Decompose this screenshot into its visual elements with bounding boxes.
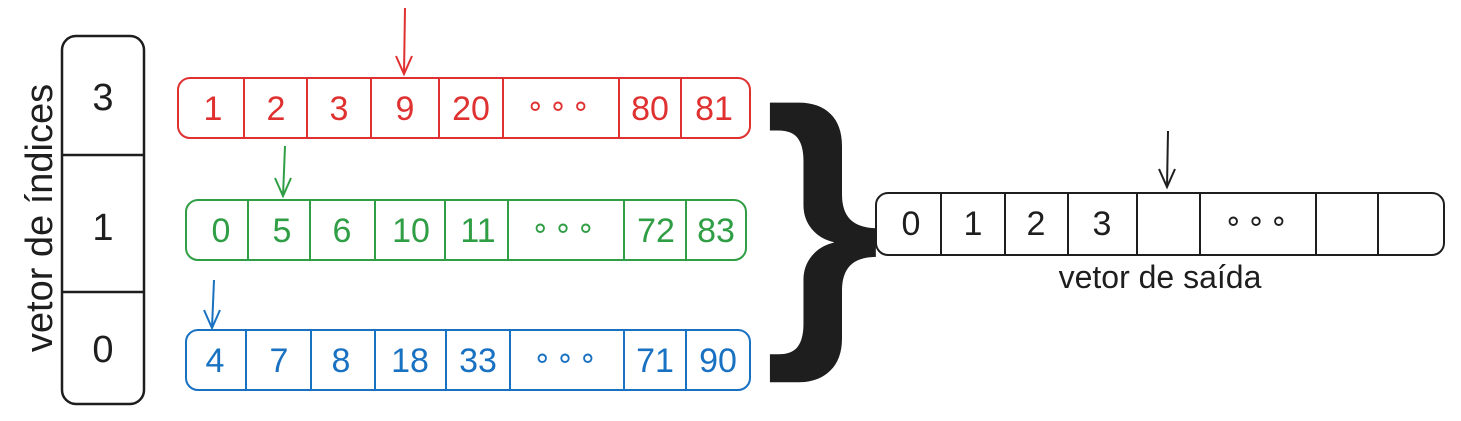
index-vector: vetor de índices 3 1 0 (19, 34, 146, 406)
pointer-arrow-icon (274, 145, 292, 199)
output-ellipsis: ∘∘∘ (1224, 205, 1292, 238)
array-ellipsis: ∘∘∘ (526, 90, 594, 123)
array-cell: 33 (459, 342, 497, 380)
array-cell: 5 (273, 212, 292, 250)
array-cell: 90 (699, 342, 737, 380)
pointer-arrow-icon (1158, 130, 1176, 190)
array-box (177, 77, 751, 139)
index-value: 3 (92, 77, 113, 119)
array-box (185, 329, 751, 391)
output-cell: 2 (1027, 205, 1046, 243)
output-vector-box (875, 192, 1445, 256)
array-cell: 20 (452, 90, 490, 128)
array-cell: 81 (695, 90, 733, 128)
index-value: 1 (92, 207, 113, 249)
array-cell: 3 (330, 90, 349, 128)
array-blue: 4 7 8 18 33 ∘∘∘ 71 90 (185, 279, 751, 391)
output-cell: 0 (902, 205, 921, 243)
array-cell: 8 (332, 342, 351, 380)
array-cell: 0 (212, 212, 231, 250)
array-cell: 7 (270, 342, 289, 380)
output-vector: 0 1 2 3 ∘∘∘ vetor de saída (875, 130, 1445, 295)
output-cell: 1 (964, 205, 983, 243)
array-box (185, 199, 747, 261)
array-cell: 72 (637, 212, 675, 250)
merge-brace: } (764, 48, 881, 386)
array-cell: 11 (460, 212, 495, 250)
array-cell: 1 (204, 90, 223, 128)
array-cell: 2 (267, 90, 286, 128)
index-vector-box (60, 34, 146, 406)
pointer-arrow-icon (395, 7, 413, 77)
array-cell: 18 (391, 342, 429, 380)
index-value: 0 (92, 329, 113, 371)
array-ellipsis: ∘∘∘ (531, 212, 599, 245)
array-cell: 71 (636, 342, 674, 380)
array-cell: 83 (697, 212, 735, 250)
index-vector-label: vetor de índices (19, 84, 61, 352)
pointer-arrow-icon (203, 279, 221, 331)
array-cell: 6 (333, 212, 352, 250)
array-cell: 9 (396, 90, 415, 128)
array-ellipsis: ∘∘∘ (533, 342, 601, 375)
array-green: 0 5 6 10 11 ∘∘∘ 72 83 (185, 145, 747, 261)
array-cell: 80 (631, 90, 669, 128)
output-cell: 3 (1093, 205, 1112, 243)
array-red: 1 2 3 9 20 ∘∘∘ 80 81 (177, 7, 751, 139)
array-cell: 4 (206, 342, 225, 380)
output-vector-label: vetor de saída (1059, 259, 1262, 295)
array-cell: 10 (392, 212, 430, 250)
